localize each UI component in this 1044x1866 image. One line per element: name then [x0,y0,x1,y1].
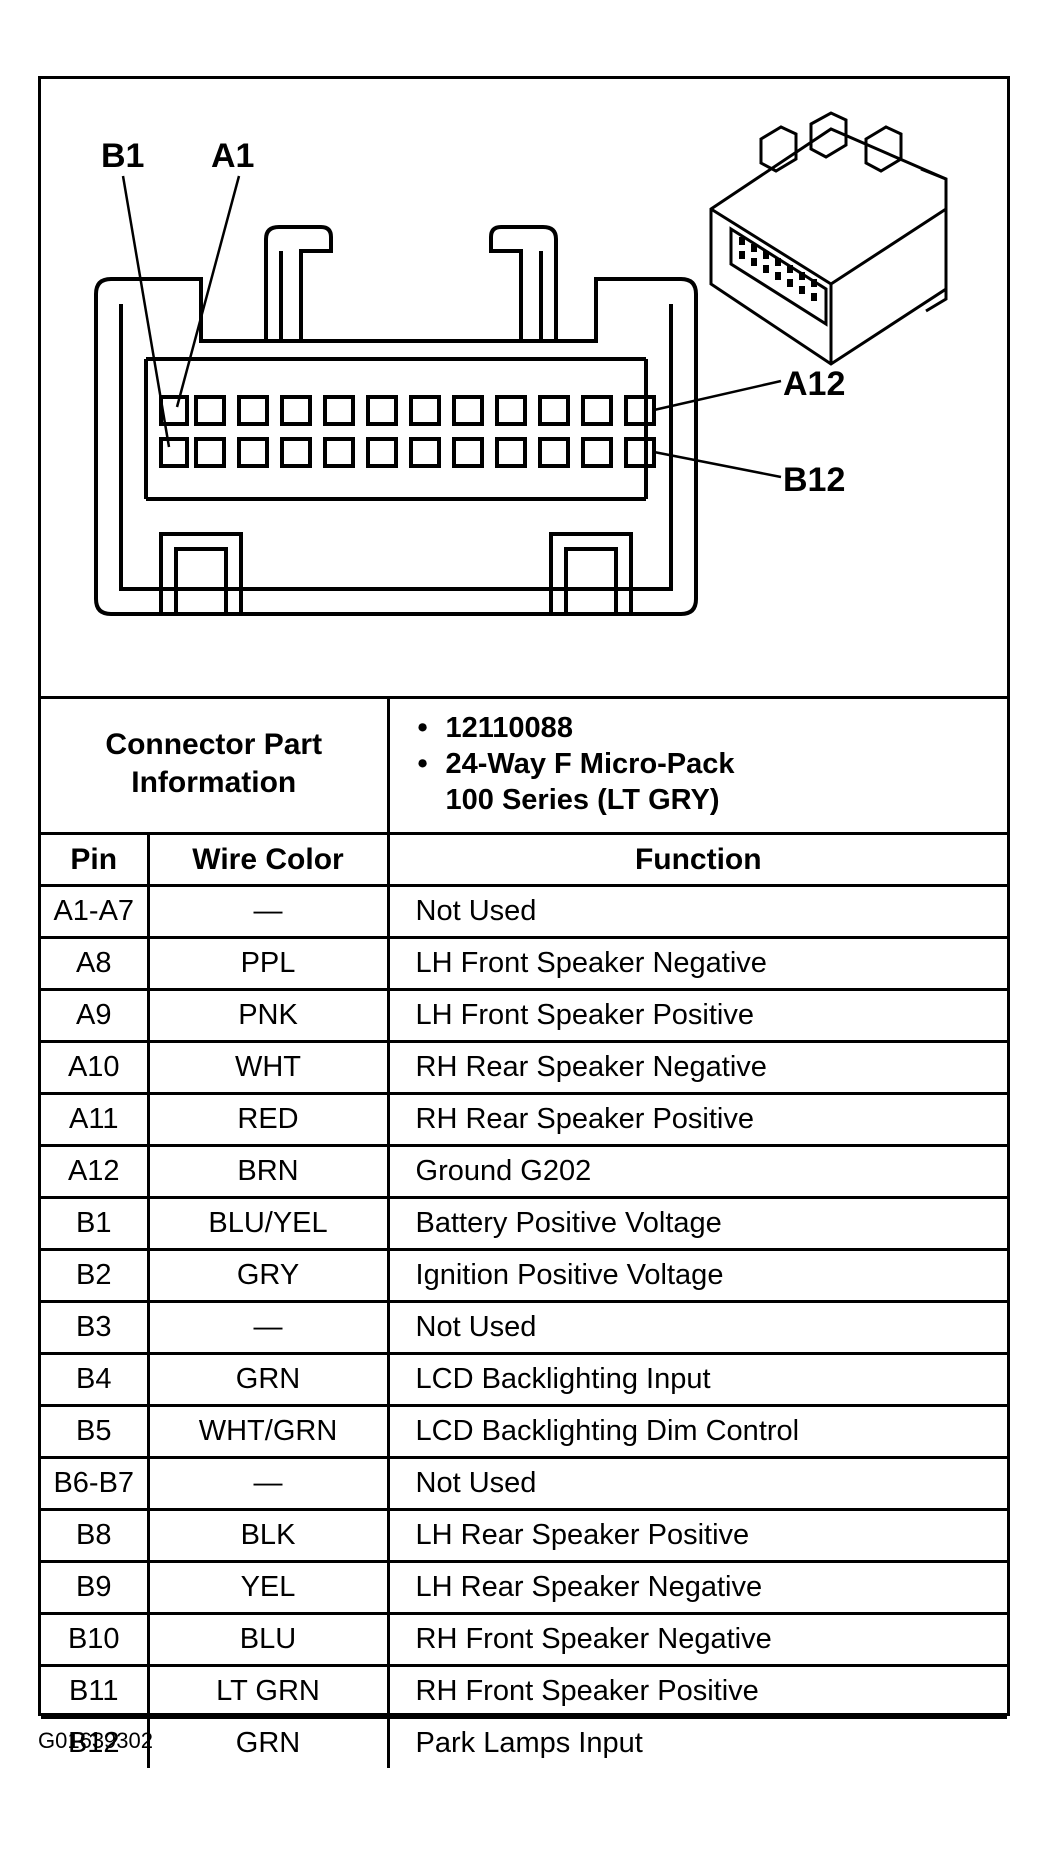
wire-color-cell: BLU/YEL [146,1196,390,1251]
function-cell: Ignition Positive Voltage [386,1248,1008,1303]
wire-color-cell: GRN [146,1716,390,1768]
function-cell: RH Rear Speaker Positive [386,1092,1008,1147]
function-cell: Ground G202 [386,1144,1008,1199]
wire-color-cell: BLU [146,1612,390,1667]
pinout-table: Connector Part Information 12110088 24-W… [41,696,1008,1768]
table-row: B6-B7—Not Used [41,1456,1008,1511]
function-cell: RH Front Speaker Negative [386,1612,1008,1667]
function-cell: RH Rear Speaker Negative [386,1040,1008,1095]
connector-isometric-cavities [739,237,817,301]
pin-cell: A1-A7 [41,885,150,939]
label-a1: A1 [211,137,254,175]
function-cell: LH Rear Speaker Positive [386,1508,1008,1563]
wire-color-cell: GRN [146,1352,390,1407]
connector-isometric-drawing [709,111,948,366]
table-header-row: Pin Wire Color Function [41,832,1008,887]
wire-color-cell: PPL [146,936,390,991]
connector-figure-frame: B1 A1 A12 B12 [38,76,1010,1768]
pin-cell: A8 [41,936,150,991]
connector-info-list: 12110088 24-Way F Micro-Pack 100 Series … [386,696,1008,835]
label-b12: B12 [783,461,845,499]
function-cell: Not Used [386,885,1008,939]
pin-cell: B6-B7 [41,1456,150,1511]
connector-face-drawing: B1 A1 A12 B12 [94,111,948,616]
function-cell: LCD Backlighting Input [386,1352,1008,1407]
wire-color-cell: — [146,1456,390,1511]
connector-part-number: 12110088 [418,710,1008,746]
function-cell: RH Front Speaker Positive [386,1664,1008,1719]
table-row: B3—Not Used [41,1300,1008,1355]
wire-color-cell: WHT/GRN [146,1404,390,1459]
pin-cell: B3 [41,1300,150,1355]
figure-id: G01639302 [38,1728,153,1753]
label-b1: B1 [101,137,144,175]
connector-diagram: B1 A1 A12 B12 [41,79,1007,699]
function-cell: Not Used [386,1300,1008,1355]
connector-series: 100 Series (LT GRY) [445,784,720,816]
wire-color-cell: RED [146,1092,390,1147]
function-cell: Battery Positive Voltage [386,1196,1008,1251]
wire-color-cell: GRY [146,1248,390,1303]
pin-cell: A9 [41,988,150,1043]
pin-cell: B11 [41,1664,150,1719]
pin-cell: B2 [41,1248,150,1303]
connector-body [94,225,698,616]
connector-type: 24-Way F Micro-Pack [418,746,1008,782]
connector-info-row: Connector Part Information 12110088 24-W… [41,696,1008,835]
function-cell: Not Used [386,1456,1008,1511]
pin-row-b [159,437,656,468]
pin-row-a [159,395,656,426]
leader-lines [121,175,782,479]
pin-cell: B1 [41,1196,150,1251]
pin-cell: B12 [41,1716,150,1768]
pin-cell: A12 [41,1144,150,1199]
pin-cell: B8 [41,1508,150,1563]
wire-color-cell: LT GRN [146,1664,390,1719]
pin-cell: B4 [41,1352,150,1407]
pin-cell: B9 [41,1560,150,1615]
table-row: A1-A7—Not Used [41,885,1008,939]
wire-color-cell: WHT [146,1040,390,1095]
pin-cell: B10 [41,1612,150,1667]
pin-cell: A11 [41,1092,150,1147]
header-pin: Pin [41,832,150,887]
wire-color-cell: BRN [146,1144,390,1199]
wire-color-cell: — [146,1300,390,1355]
pin-cell: B5 [41,1404,150,1459]
function-cell: LCD Backlighting Dim Control [386,1404,1008,1459]
function-cell: LH Rear Speaker Negative [386,1560,1008,1615]
connector-info-title-line1: Connector Part [105,728,323,761]
connector-info-title-line2: Information [131,766,297,799]
header-wire-color: Wire Color [146,832,390,887]
wire-color-cell: PNK [146,988,390,1043]
pin-cell: A10 [41,1040,150,1095]
connector-info-title: Connector Part Information [41,696,390,835]
label-a12: A12 [783,365,845,403]
wire-color-cell: YEL [146,1560,390,1615]
function-cell: LH Front Speaker Negative [386,936,1008,991]
function-cell: Park Lamps Input [386,1716,1008,1768]
wire-color-cell: BLK [146,1508,390,1563]
function-cell: LH Front Speaker Positive [386,988,1008,1043]
header-function: Function [386,832,1008,887]
wire-color-cell: — [146,885,390,939]
